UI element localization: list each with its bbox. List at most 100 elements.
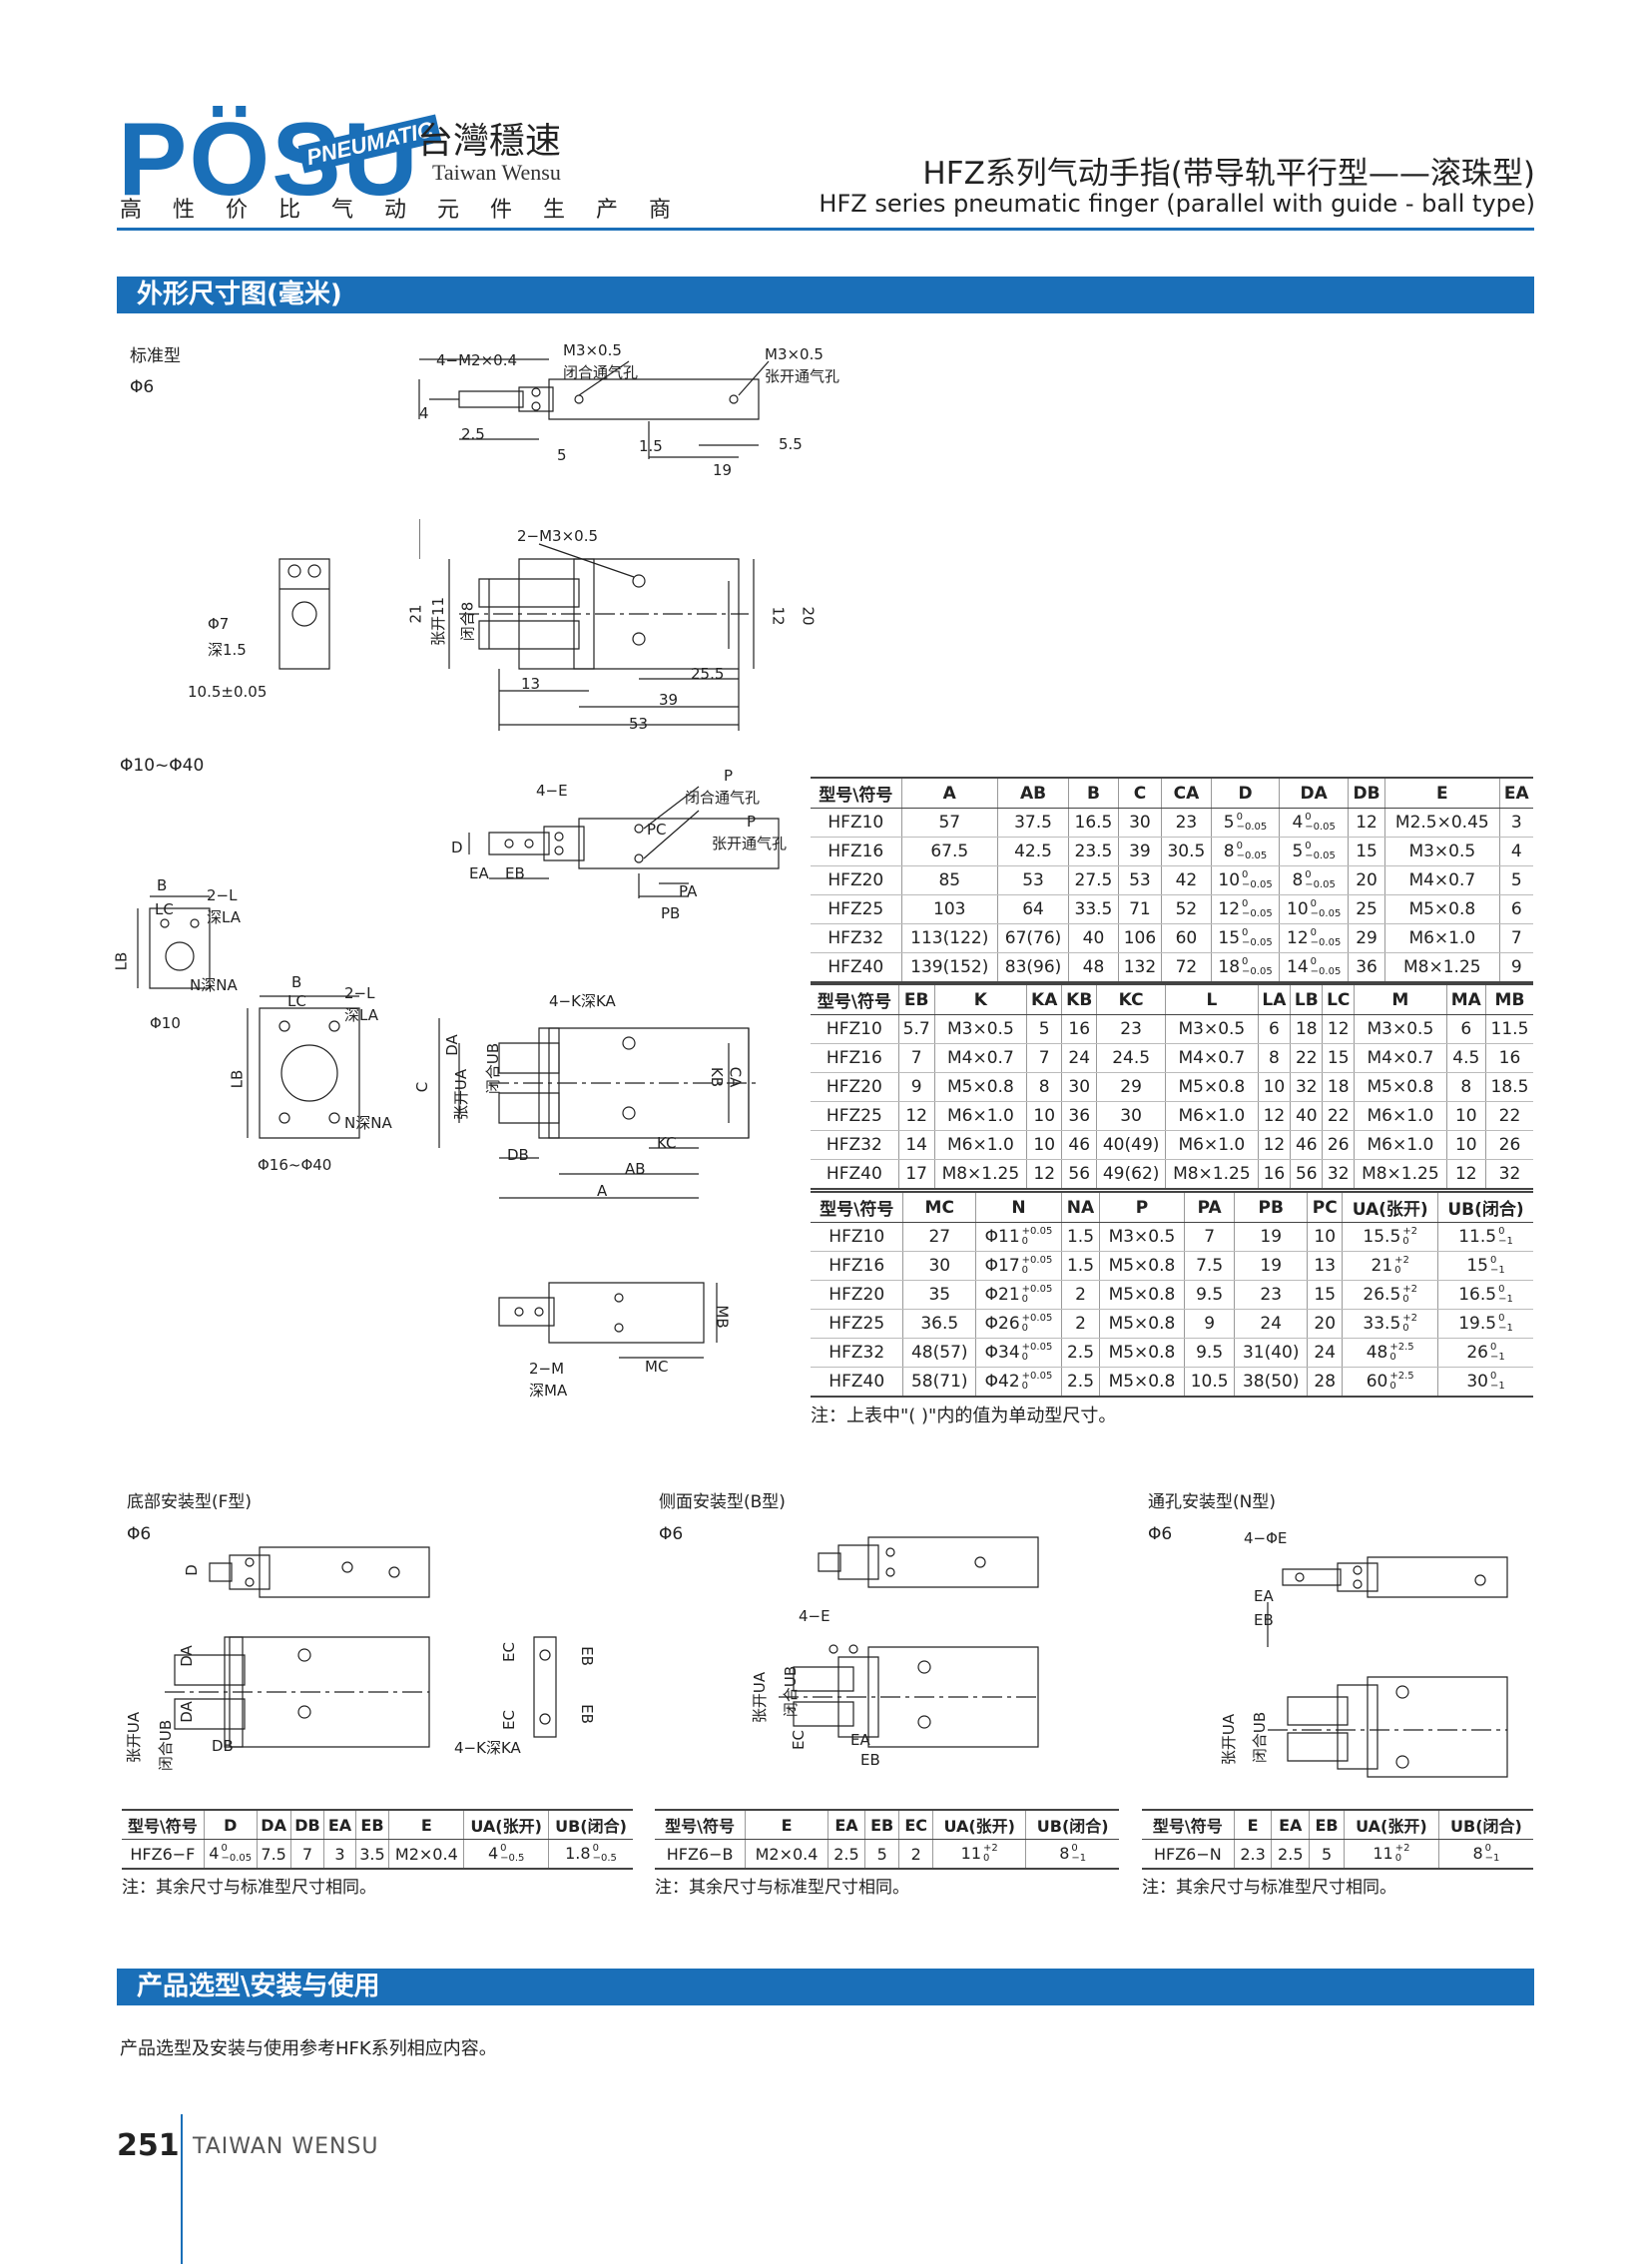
b-dim-ea: EA bbox=[850, 1731, 870, 1749]
header-cell: EA bbox=[323, 1809, 356, 1840]
table-cell: 33.5 bbox=[1068, 894, 1119, 924]
table-cell: 22 bbox=[1290, 1043, 1323, 1073]
table-cell: 48 bbox=[1068, 952, 1119, 983]
dim-b-10: B bbox=[157, 876, 168, 894]
header-cell: 型号\符号 bbox=[122, 1809, 205, 1840]
dim-13: 13 bbox=[521, 675, 541, 693]
table-cell: 10 bbox=[1307, 1222, 1343, 1252]
table-cell: 20 bbox=[1347, 865, 1385, 895]
dim-21: 21 bbox=[406, 604, 425, 624]
header-cell: EB bbox=[1309, 1809, 1345, 1840]
table-cell: 29 bbox=[1096, 1072, 1166, 1102]
table-cell: 56 bbox=[1290, 1159, 1323, 1190]
table-cell: 32 bbox=[1290, 1072, 1323, 1102]
tolerance: 0−0.05 bbox=[1310, 898, 1342, 919]
table-cell: 7 bbox=[289, 1839, 324, 1870]
phi6-top-view bbox=[399, 339, 828, 479]
table-cell: M3×0.5 bbox=[1099, 1222, 1185, 1252]
table-cell: HFZ40 bbox=[811, 1367, 903, 1398]
table-cell: HFZ32 bbox=[811, 1338, 903, 1368]
header-cell: UA(张开) bbox=[1344, 1809, 1439, 1840]
table-cell: 3 bbox=[323, 1839, 356, 1870]
table-cell: 64 bbox=[996, 894, 1069, 924]
header-cell: 型号\符号 bbox=[811, 777, 902, 809]
tolerance: 0−0.5 bbox=[500, 1843, 525, 1865]
header-cell: N bbox=[975, 1191, 1062, 1223]
tolerance: 0−0.05 bbox=[1242, 927, 1273, 948]
table-cell: M5×0.8 bbox=[1165, 1072, 1259, 1102]
dim-20: 20 bbox=[799, 606, 818, 626]
n-dim-4-phi-e: 4−ΦE bbox=[1244, 1529, 1288, 1547]
table-cell: 2.5 bbox=[1060, 1338, 1100, 1368]
table-cell: M6×1.0 bbox=[1354, 1130, 1447, 1160]
dim-2-m3: 2−M3×0.5 bbox=[517, 527, 599, 545]
table-cell: M6×1.0 bbox=[1384, 923, 1500, 953]
table-cell: 12 bbox=[1257, 1130, 1291, 1160]
table-cell: 60 bbox=[1161, 923, 1212, 953]
table-cell: HFZ10 bbox=[811, 1014, 899, 1044]
table-cell: 5 bbox=[1498, 865, 1533, 895]
table-cell: 1.5 bbox=[1060, 1251, 1100, 1281]
table-cell: 18 bbox=[1322, 1072, 1355, 1102]
table-cell: M5×0.8 bbox=[1354, 1072, 1447, 1102]
b-dim-eb: EB bbox=[860, 1751, 880, 1769]
dim-d: D bbox=[451, 839, 463, 856]
footer-brand: TAIWAN WENSU bbox=[193, 2134, 379, 2159]
table-cell: 2 bbox=[1060, 1280, 1100, 1310]
table-cell: 30 bbox=[1096, 1101, 1166, 1131]
header-cell: A bbox=[900, 777, 998, 809]
table-cell: 26 bbox=[1484, 1130, 1533, 1160]
dim-5-5: 5.5 bbox=[779, 435, 803, 453]
dim-c: C bbox=[413, 1081, 432, 1093]
header-cell: B bbox=[1068, 777, 1119, 809]
b-dim-ua: 张开UA bbox=[751, 1671, 770, 1724]
table-cell: 6 bbox=[1498, 894, 1533, 924]
table-cell: 24 bbox=[1234, 1309, 1308, 1339]
b-type-title: 侧面安装型(B型) bbox=[659, 1492, 786, 1512]
table-cell: 9 bbox=[1498, 952, 1533, 983]
header-cell: 型号\符号 bbox=[1142, 1809, 1235, 1840]
dim-2-5: 2.5 bbox=[461, 425, 485, 443]
dim-4-e: 4−E bbox=[536, 782, 568, 800]
table-cell: 12 bbox=[1257, 1101, 1291, 1131]
dim-kb: KB bbox=[708, 1066, 727, 1088]
header-cell: EA bbox=[1498, 777, 1533, 809]
header-cell: P bbox=[1099, 1191, 1185, 1223]
table-cell: 30 bbox=[1117, 808, 1162, 838]
header-cell: EB bbox=[897, 983, 935, 1015]
page-title: HFZ系列气动手指(带导轨平行型——滚珠型) bbox=[922, 156, 1535, 192]
table-cell: 20 bbox=[1307, 1309, 1343, 1339]
b-dim-ub: 闭合UB bbox=[782, 1665, 801, 1718]
header-cell: UA(张开) bbox=[932, 1809, 1026, 1840]
table-cell: 7 bbox=[1498, 923, 1533, 953]
table-cell: HFZ25 bbox=[811, 894, 902, 924]
header-cell: 型号\符号 bbox=[811, 983, 899, 1015]
table-cell: 5 bbox=[864, 1839, 899, 1870]
